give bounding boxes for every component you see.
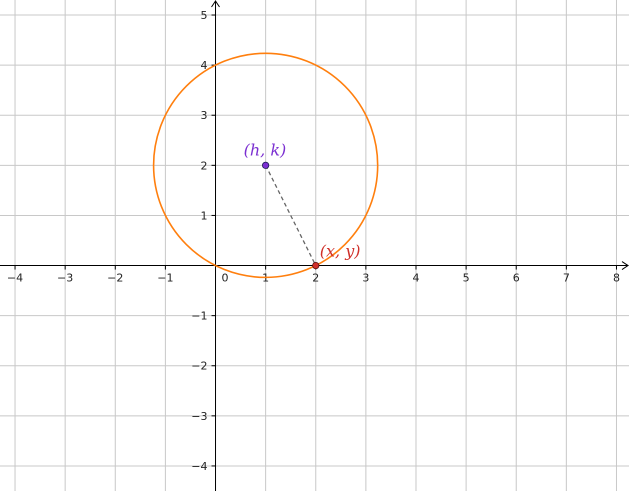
- y-tick-label: −4: [191, 460, 207, 473]
- y-tick-label: 5: [201, 9, 208, 22]
- y-tick-labels: −4 −3 −2 −1 1 2 3 4 5: [191, 9, 207, 473]
- y-tick-label: 1: [201, 209, 208, 222]
- center-point[interactable]: [262, 161, 270, 169]
- x-tick-label: −4: [7, 272, 23, 285]
- x-tick-label: −2: [107, 272, 123, 285]
- center-point-label: (h, k): [244, 140, 287, 159]
- x-tick-label: −3: [57, 272, 73, 285]
- x-axis-arrow: [621, 261, 629, 270]
- y-tick-label: −2: [191, 360, 207, 373]
- y-tick-label: 4: [201, 59, 208, 72]
- x-tick-label: 4: [412, 272, 419, 285]
- x-tick-label: 3: [362, 272, 369, 285]
- x-tick-label: 7: [563, 272, 570, 285]
- y-tick-label: 3: [201, 109, 208, 122]
- y-axis-arrow: [211, 0, 220, 8]
- radius-segment[interactable]: [265, 165, 317, 266]
- x-tick-label: 8: [613, 272, 620, 285]
- circle-curve[interactable]: [152, 52, 379, 279]
- point-on-circle[interactable]: [312, 261, 320, 270]
- y-tick-label: −3: [191, 410, 207, 423]
- y-tick-label: −1: [191, 310, 207, 323]
- x-tick-label: 5: [463, 272, 470, 285]
- x-tick-label: 6: [513, 272, 520, 285]
- x-tick-label: −1: [157, 272, 173, 285]
- x-tick-label: 2: [312, 272, 319, 285]
- y-tick-marks: [211, 14, 216, 467]
- y-tick-label: 2: [201, 159, 208, 172]
- origin-label: 0: [222, 272, 229, 285]
- point-on-circle-label: (x, y): [320, 242, 361, 261]
